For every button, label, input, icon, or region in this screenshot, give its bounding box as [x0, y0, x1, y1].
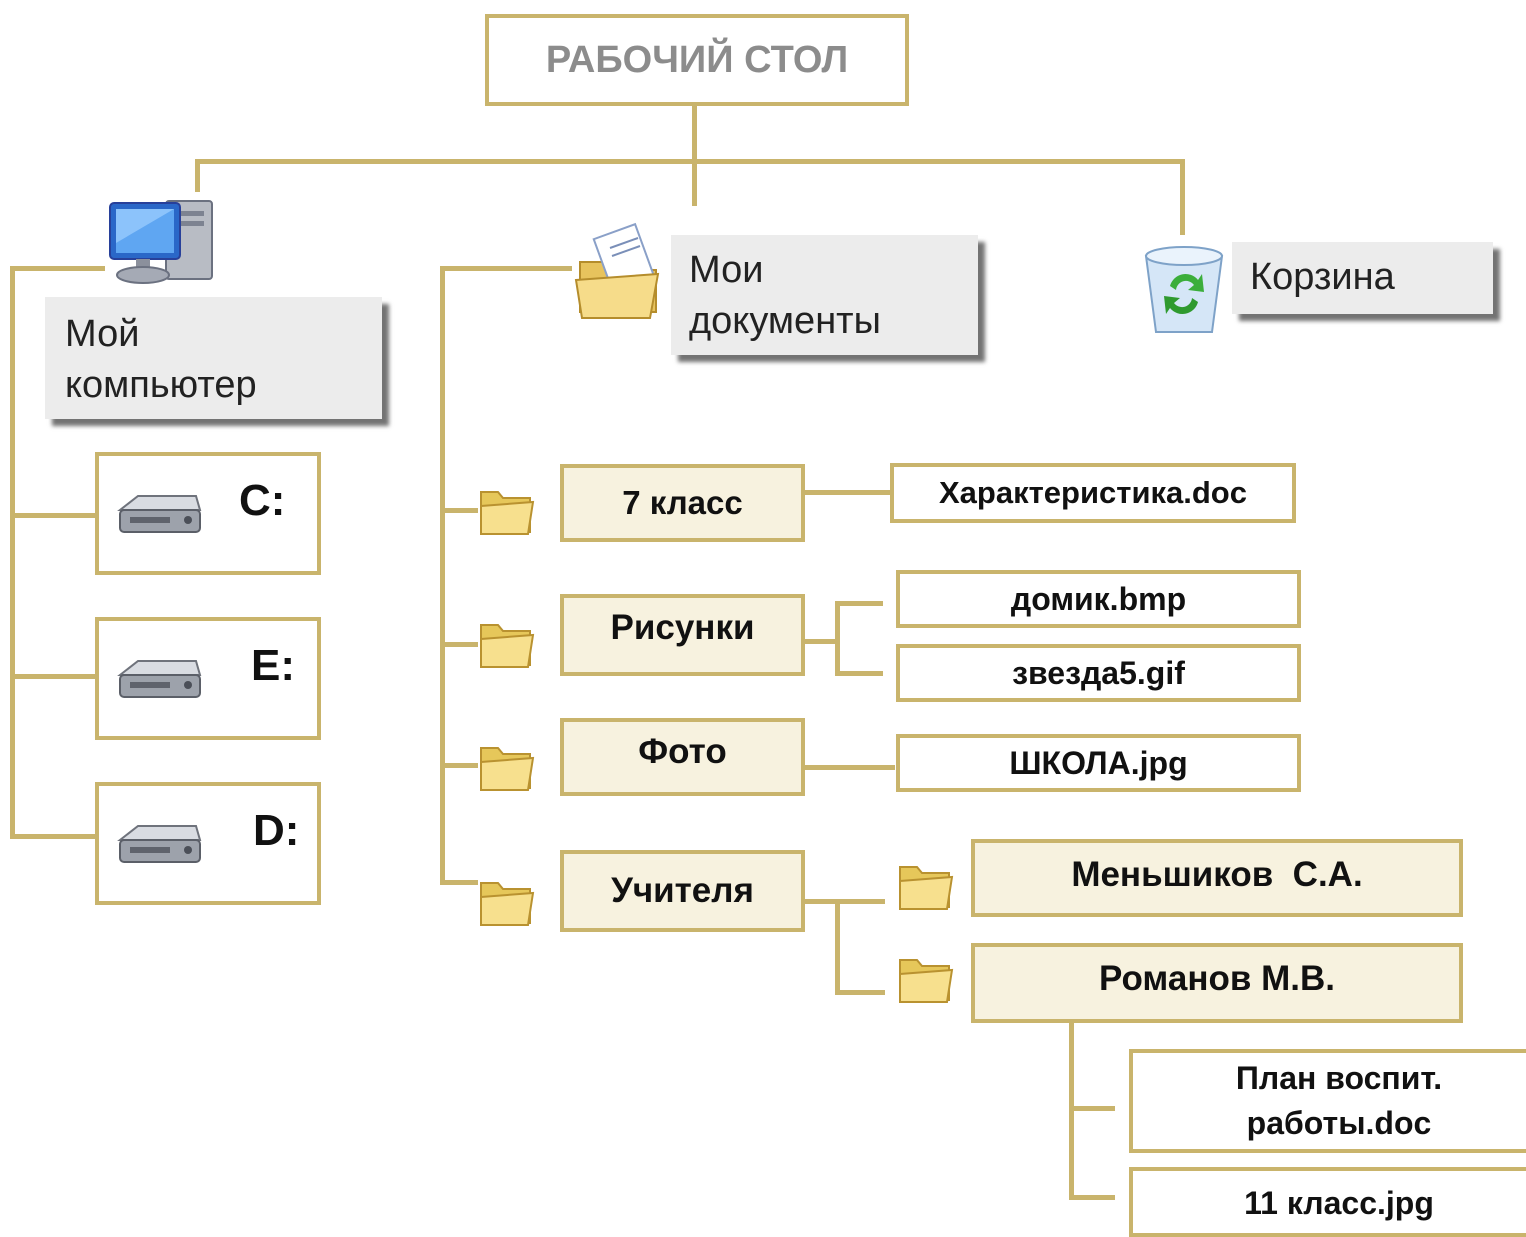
connector-uchitelya-sub1 — [835, 899, 885, 904]
folder-romanov[interactable]: Романов М.В. — [971, 943, 1463, 1023]
recycle-bin-label-box[interactable]: Корзина — [1232, 242, 1493, 314]
drive-d-box[interactable]: D: — [95, 782, 321, 905]
file-11klass-label: 11 класс.jpg — [1244, 1185, 1434, 1221]
file-zvezda-label: звезда5.gif — [1012, 654, 1185, 691]
recycle-bin-label: Корзина — [1250, 256, 1395, 298]
connector-uchitelya-vertical — [835, 899, 840, 994]
computer-icon[interactable] — [104, 193, 220, 293]
connector-drive-c — [10, 513, 98, 518]
drive-d-label: D: — [253, 806, 300, 855]
connector-risunki-out — [805, 639, 840, 644]
drive-c-box[interactable]: C: — [95, 452, 321, 575]
folder-uchitelya[interactable]: Учителя — [560, 850, 805, 932]
my-documents-label-box[interactable]: Мои документы — [671, 235, 978, 355]
file-domik-label: домик.bmp — [1010, 580, 1187, 617]
connector-uchitelya-sub2 — [835, 990, 885, 995]
connector-folder-foto — [440, 763, 478, 768]
folder-romanov-label: Романов М.В. — [1099, 959, 1335, 998]
my-computer-label-box[interactable]: Мой компьютер — [45, 297, 382, 419]
file-plan-line2: работы.doc — [1246, 1105, 1432, 1141]
folder-risunki-label: Рисунки — [610, 608, 755, 647]
connector-foto-file — [805, 765, 895, 770]
file-shkola-label: ШКОЛА.jpg — [1009, 744, 1188, 781]
folder-foto-label: Фото — [638, 732, 727, 771]
folder-risunki[interactable]: Рисунки — [560, 594, 805, 676]
my-documents-line2: документы — [689, 300, 881, 343]
connector-my-documents-vertical — [440, 266, 445, 884]
connector-folder-risunki — [440, 642, 478, 647]
file-harakteristika-label: Характеристика.doc — [939, 475, 1247, 510]
connector-romanov-vertical — [1069, 1022, 1074, 1200]
folder-foto[interactable]: Фото — [560, 718, 805, 796]
connector-top-horizontal — [195, 159, 1185, 164]
file-plan[interactable]: План воспит. работы.doc — [1129, 1049, 1526, 1153]
folder-icon[interactable] — [478, 482, 536, 538]
drive-e-box[interactable]: E: — [95, 617, 321, 740]
connector-romanov-file1 — [1069, 1106, 1115, 1111]
folder-7klass-label: 7 класс — [622, 484, 743, 521]
connector-7klass-file — [805, 490, 893, 495]
connector-folder-7klass — [440, 508, 478, 513]
connector-to-my-computer — [195, 159, 200, 192]
connector-drive-d — [10, 834, 98, 839]
connector-risunki-vertical — [835, 601, 840, 676]
folder-menshikov-label: Меньшиков С.А. — [1071, 855, 1363, 894]
file-domik[interactable]: домик.bmp — [896, 570, 1301, 628]
connector-risunki-file1 — [835, 601, 883, 606]
folder-uchitelya-label: Учителя — [611, 871, 754, 910]
hard-drive-icon — [117, 660, 202, 698]
file-zvezda[interactable]: звезда5.gif — [896, 644, 1301, 702]
hard-drive-icon — [117, 825, 202, 863]
documents-folder-icon[interactable] — [572, 222, 664, 322]
connector-folder-uchitelya — [440, 880, 478, 885]
connector-to-recycle-bin — [1180, 159, 1185, 235]
folder-icon[interactable] — [897, 950, 955, 1006]
connector-risunki-file2 — [835, 671, 883, 676]
drive-e-label: E: — [251, 641, 295, 690]
folder-7klass[interactable]: 7 класс — [560, 464, 805, 542]
connector-my-computer-top — [10, 266, 105, 271]
root-desktop-box[interactable]: РАБОЧИЙ СТОЛ — [485, 14, 909, 106]
recycle-bin-icon[interactable] — [1136, 238, 1232, 338]
my-documents-line1: Мои — [689, 249, 764, 291]
file-harakteristika[interactable]: Характеристика.doc — [890, 463, 1296, 523]
folder-icon[interactable] — [478, 738, 536, 794]
file-11klass[interactable]: 11 класс.jpg — [1129, 1167, 1526, 1237]
my-computer-line2: компьютер — [65, 364, 257, 407]
connector-drive-e — [10, 674, 98, 679]
folder-menshikov[interactable]: Меньшиков С.А. — [971, 839, 1463, 917]
connector-romanov-file2 — [1069, 1195, 1115, 1200]
folder-icon[interactable] — [478, 615, 536, 671]
root-desktop-label: РАБОЧИЙ СТОЛ — [545, 38, 849, 81]
connector-uchitelya-out — [805, 899, 840, 904]
drive-c-label: C: — [239, 476, 286, 525]
file-shkola[interactable]: ШКОЛА.jpg — [896, 734, 1301, 792]
folder-icon[interactable] — [478, 873, 536, 929]
connector-my-computer-vertical — [10, 266, 15, 839]
connector-my-documents-top — [440, 266, 572, 271]
connector-root-down — [692, 106, 697, 206]
folder-icon[interactable] — [897, 857, 955, 913]
hard-drive-icon — [117, 495, 202, 533]
my-computer-line1: Мой — [65, 313, 140, 355]
file-plan-line1: План воспит. — [1235, 1060, 1443, 1097]
